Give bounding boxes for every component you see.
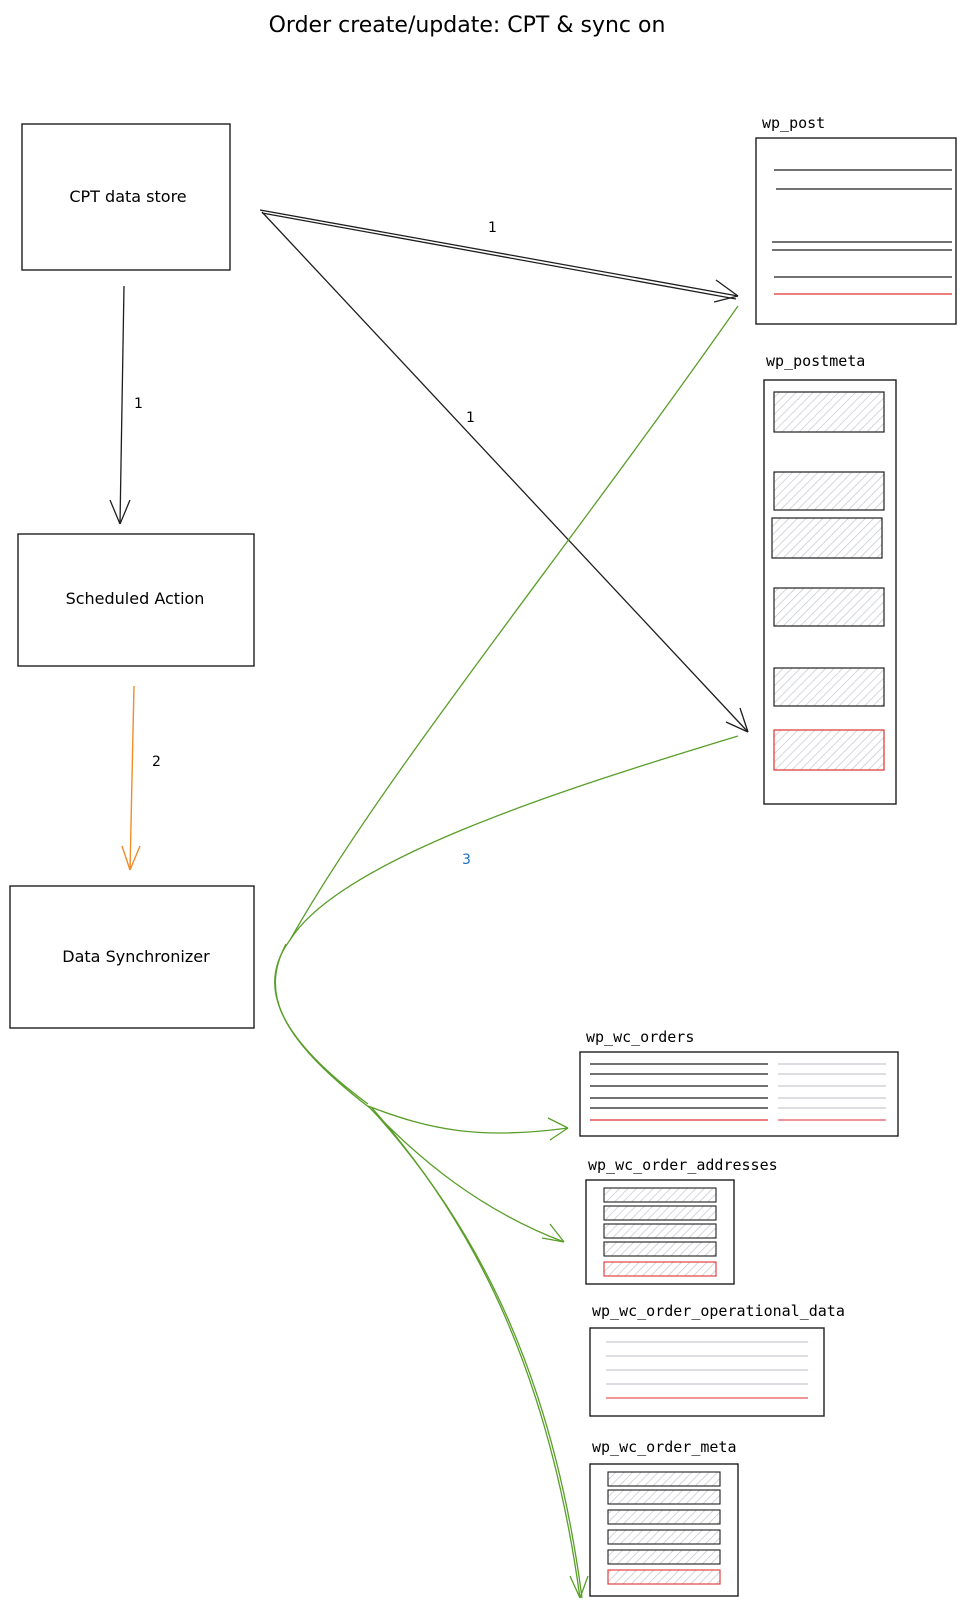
wp-post-table: wp_post [755,114,957,325]
scheduled-action-label: Scheduled Action [66,589,205,608]
wp-wc-order-meta-label: wp_wc_order_meta [592,1438,737,1456]
wp-wc-order-meta-table: wp_wc_order_meta [589,1438,739,1597]
cpt-data-store-label: CPT data store [69,187,186,206]
wp-postmeta-table: wp_postmeta [763,352,897,805]
scheduled-action-box: Scheduled Action [17,533,255,667]
arrow-cpt-to-wp-post [259,209,739,303]
diagram-title: Order create/update: CPT & sync on [269,13,666,38]
wp-wc-orders-label: wp_wc_orders [586,1028,694,1046]
wp-wc-order-addresses-table: wp_wc_order_addresses [585,1156,778,1285]
wp-post-label: wp_post [762,114,825,132]
green-write-arrows [367,1105,589,1599]
step-label-scheduled-to-sync: 2 [152,754,161,770]
arrow-cpt-to-wp-postmeta [261,211,749,733]
step-label-cpt-to-scheduled: 1 [134,396,143,412]
wp-wc-orders-table: wp_wc_orders [579,1028,899,1137]
cpt-data-store-box: CPT data store [21,123,231,271]
green-read-curves [274,305,739,1109]
arrow-cpt-to-scheduled-action [109,285,131,525]
wp-wc-order-operational-data-label: wp_wc_order_operational_data [592,1302,845,1320]
step-label-cpt-to-post: 1 [488,220,497,236]
wp-postmeta-label: wp_postmeta [766,352,865,370]
arrow-scheduled-to-synchronizer [121,685,141,871]
wp-wc-order-operational-data-table: wp_wc_order_operational_data [589,1302,845,1417]
data-synchronizer-box: Data Synchronizer [9,885,255,1029]
step-label-sync-read: 3 [462,852,471,868]
wp-wc-order-addresses-label: wp_wc_order_addresses [588,1156,778,1174]
step-label-cpt-to-postmeta: 1 [466,410,475,426]
data-synchronizer-label: Data Synchronizer [62,947,210,966]
